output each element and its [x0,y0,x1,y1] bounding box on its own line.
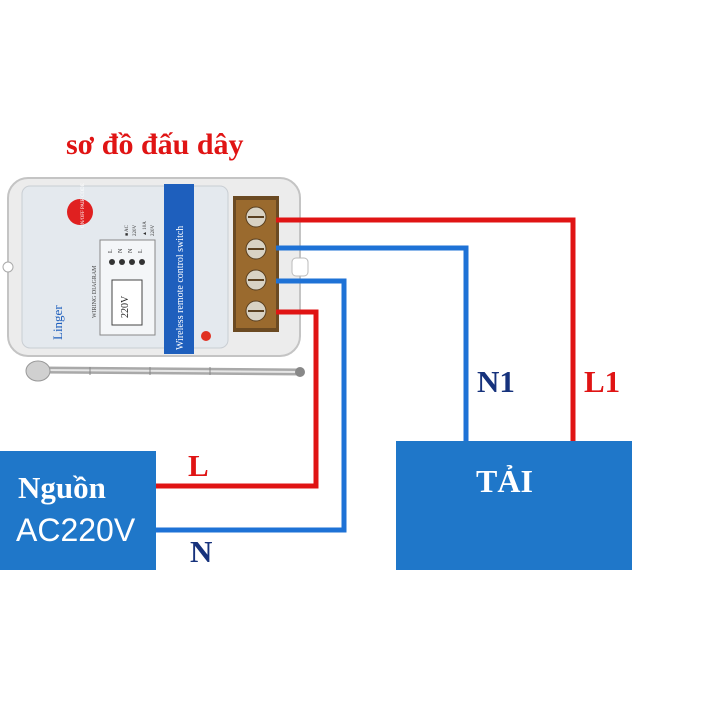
antenna [25,360,305,382]
source-subtitle: AC220V [16,512,136,548]
side-label-strip [164,184,194,354]
terminal-label-2: N [118,248,124,253]
wire-l1 [276,217,576,442]
device-button-text: ON/OFF PAIR CODE [81,183,86,228]
pair-button-icon [67,199,93,225]
wire-label-n: N [190,534,213,569]
terminal-label-4: L [138,249,144,253]
wires [156,217,576,533]
terminal-label-3: N [128,248,134,253]
terminal-label-1: L [108,249,114,253]
wire-l [156,309,319,489]
legend-line-2: 220V [133,225,138,237]
source-title: Nguồn [18,470,106,505]
wire-label-l1: L1 [584,364,621,399]
legend-line-3: ▲ 10A [143,221,148,236]
remote-switch-device [2,177,309,357]
device-side-text: Wireless remote control switch [175,226,186,350]
load-title: TẢI [476,463,533,499]
power-source-box [0,451,156,570]
device-brand: Linger [50,305,65,340]
wire-n [156,278,347,533]
wire-label-l: L [188,448,209,483]
legend-line-4: 220V [151,225,156,237]
wire-label-n1: N1 [477,364,515,399]
wire-n1 [276,245,469,442]
load-box [396,441,632,570]
device-voltage-text: 220V [120,295,131,318]
led-indicator [201,331,211,341]
legend-line-1: ■ AC [125,224,130,236]
diagram-title: sơ đồ đấu dây [66,128,244,161]
device-wiring-label: WIRING DIAGRAM [92,265,98,318]
terminal-screws [245,206,267,322]
